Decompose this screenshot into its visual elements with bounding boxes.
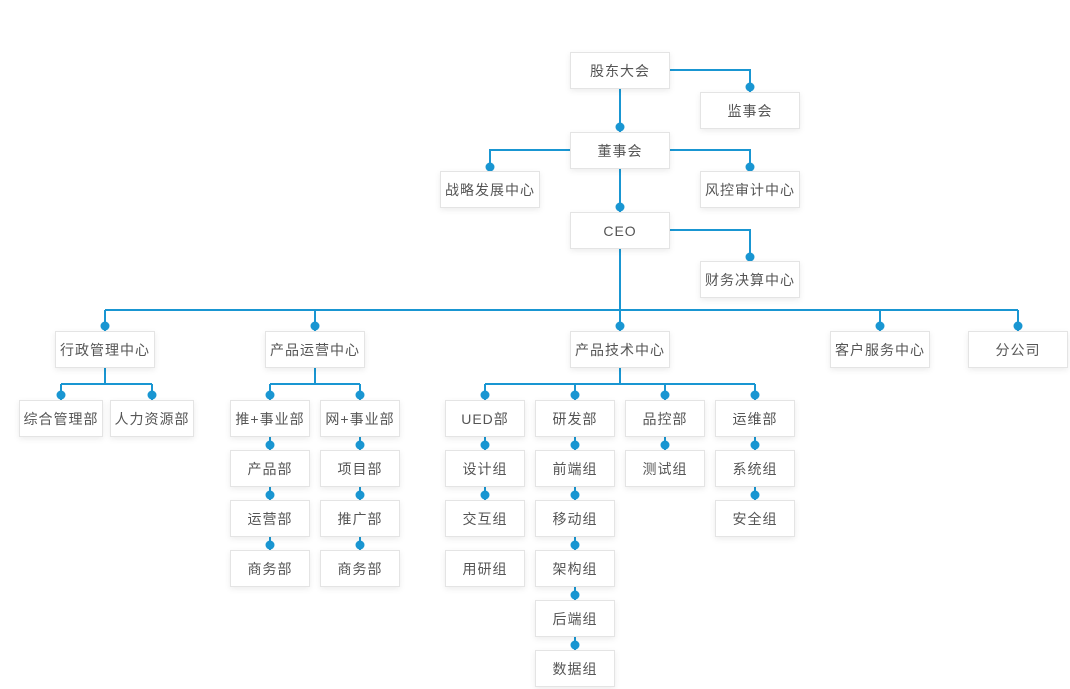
org-node-mobile[interactable]: 移动组 bbox=[535, 500, 615, 537]
org-node-label: 项目部 bbox=[337, 460, 383, 477]
org-node-ops-center[interactable]: 产品运营中心 bbox=[265, 331, 365, 368]
org-node-label: 商务部 bbox=[337, 560, 383, 577]
org-node-ceo[interactable]: CEO bbox=[570, 212, 670, 249]
org-node-rd[interactable]: 研发部 bbox=[535, 400, 615, 437]
org-node-arch[interactable]: 架构组 bbox=[535, 550, 615, 587]
org-node-general-mgmt[interactable]: 综合管理部 bbox=[19, 400, 103, 437]
org-node-tech-center[interactable]: 产品技术中心 bbox=[570, 331, 670, 368]
org-node-label: 产品运营中心 bbox=[270, 341, 360, 358]
org-node-label: 后端组 bbox=[552, 610, 598, 627]
org-node-label: 移动组 bbox=[552, 510, 598, 527]
org-node-label: 人力资源部 bbox=[114, 410, 190, 427]
org-node-qc[interactable]: 品控部 bbox=[625, 400, 705, 437]
org-node-label: 前端组 bbox=[552, 460, 598, 477]
org-node-label: 产品部 bbox=[247, 460, 293, 477]
org-node-label: 网+事业部 bbox=[325, 410, 395, 427]
org-node-label: 分公司 bbox=[995, 341, 1041, 358]
org-node-business-dept-1[interactable]: 商务部 bbox=[230, 550, 310, 587]
org-node-label: 产品技术中心 bbox=[575, 341, 665, 358]
org-node-label: 推广部 bbox=[337, 510, 383, 527]
org-node-supervisory[interactable]: 监事会 bbox=[700, 92, 800, 129]
org-node-security[interactable]: 安全组 bbox=[715, 500, 795, 537]
org-node-label: 综合管理部 bbox=[23, 410, 99, 427]
org-node-label: 行政管理中心 bbox=[60, 341, 150, 358]
org-node-label: 股东大会 bbox=[590, 62, 650, 79]
org-node-data-group[interactable]: 数据组 bbox=[535, 650, 615, 687]
org-node-label: 系统组 bbox=[732, 460, 778, 477]
org-node-label: 数据组 bbox=[552, 660, 598, 677]
org-node-label: 设计组 bbox=[462, 460, 508, 477]
org-node-risk[interactable]: 风控审计中心 bbox=[700, 171, 800, 208]
org-node-admin-center[interactable]: 行政管理中心 bbox=[55, 331, 155, 368]
org-node-label: 运营部 bbox=[247, 510, 293, 527]
org-node-product-dept[interactable]: 产品部 bbox=[230, 450, 310, 487]
org-node-label: 用研组 bbox=[462, 560, 508, 577]
org-node-label: 研发部 bbox=[552, 410, 598, 427]
org-node-label: 监事会 bbox=[727, 102, 773, 119]
org-node-business-dept-2[interactable]: 商务部 bbox=[320, 550, 400, 587]
org-node-label: 商务部 bbox=[247, 560, 293, 577]
org-node-label: 架构组 bbox=[552, 560, 598, 577]
org-node-research[interactable]: 用研组 bbox=[445, 550, 525, 587]
org-node-system[interactable]: 系统组 bbox=[715, 450, 795, 487]
org-node-label: 安全组 bbox=[732, 510, 778, 527]
org-node-label: 运维部 bbox=[732, 410, 778, 427]
org-node-ued[interactable]: UED部 bbox=[445, 400, 525, 437]
org-node-label: 交互组 bbox=[462, 510, 508, 527]
org-node-operation-dept[interactable]: 运营部 bbox=[230, 500, 310, 537]
org-node-promotion-dept[interactable]: 推广部 bbox=[320, 500, 400, 537]
org-node-hr[interactable]: 人力资源部 bbox=[110, 400, 194, 437]
org-node-interaction[interactable]: 交互组 bbox=[445, 500, 525, 537]
org-node-label: 客户服务中心 bbox=[835, 341, 925, 358]
org-node-label: 风控审计中心 bbox=[705, 181, 795, 198]
org-node-label: 战略发展中心 bbox=[445, 181, 535, 198]
org-node-om[interactable]: 运维部 bbox=[715, 400, 795, 437]
org-node-design[interactable]: 设计组 bbox=[445, 450, 525, 487]
org-node-backend[interactable]: 后端组 bbox=[535, 600, 615, 637]
org-node-test[interactable]: 测试组 bbox=[625, 450, 705, 487]
org-node-label: 测试组 bbox=[642, 460, 688, 477]
org-node-label: 推+事业部 bbox=[235, 410, 305, 427]
org-node-finance[interactable]: 财务决算中心 bbox=[700, 261, 800, 298]
org-node-branch[interactable]: 分公司 bbox=[968, 331, 1068, 368]
org-node-wang-bu[interactable]: 网+事业部 bbox=[320, 400, 400, 437]
org-node-label: 董事会 bbox=[597, 142, 643, 159]
org-node-label: UED部 bbox=[461, 410, 509, 427]
org-node-project-dept[interactable]: 项目部 bbox=[320, 450, 400, 487]
org-node-tui-bu[interactable]: 推+事业部 bbox=[230, 400, 310, 437]
org-node-shareholders[interactable]: 股东大会 bbox=[570, 52, 670, 89]
org-node-service-center[interactable]: 客户服务中心 bbox=[830, 331, 930, 368]
org-node-strategy[interactable]: 战略发展中心 bbox=[440, 171, 540, 208]
org-node-label: 品控部 bbox=[642, 410, 688, 427]
org-node-label: 财务决算中心 bbox=[705, 271, 795, 288]
org-node-frontend[interactable]: 前端组 bbox=[535, 450, 615, 487]
org-node-board[interactable]: 董事会 bbox=[570, 132, 670, 169]
org-node-label: CEO bbox=[603, 222, 637, 239]
